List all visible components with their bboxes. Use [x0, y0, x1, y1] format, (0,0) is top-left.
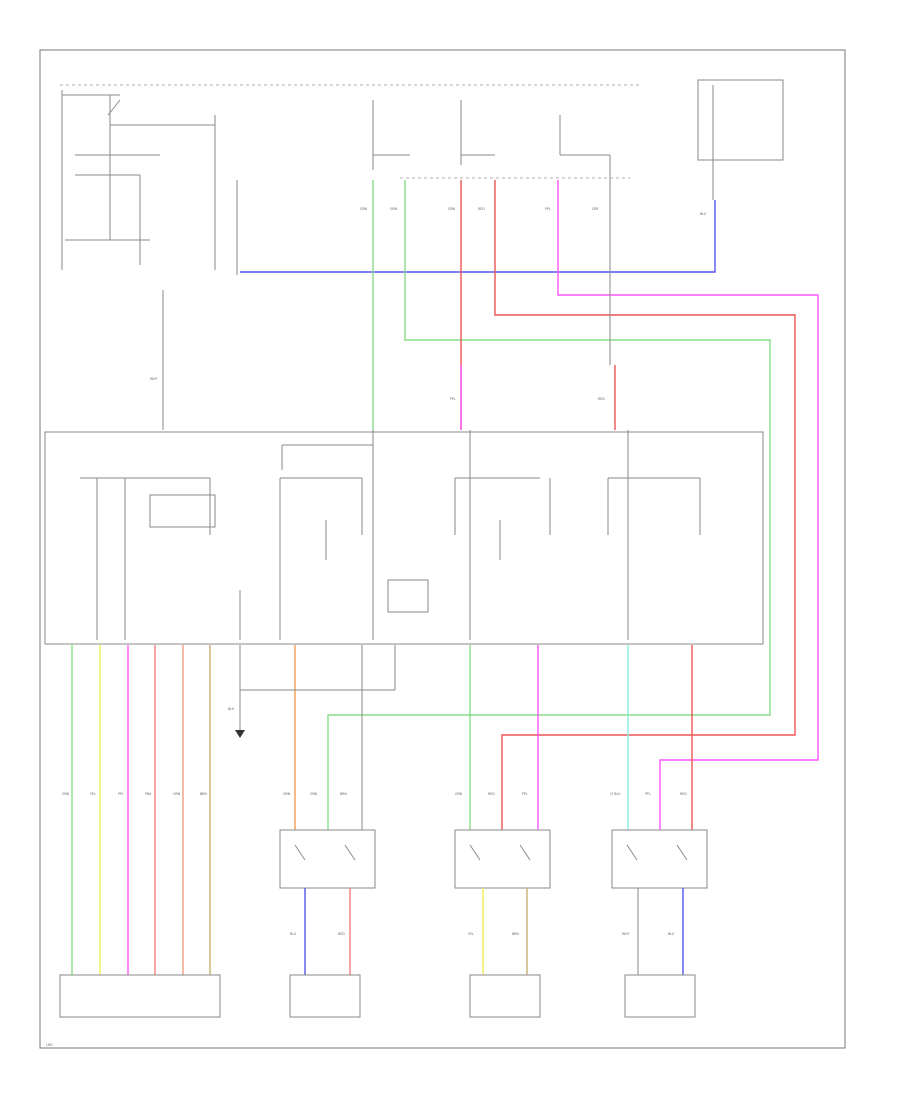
wire-color-label: BRN [340, 792, 347, 796]
left-rear-window-motor [469, 974, 541, 1018]
wire-color-label: WHT [622, 932, 630, 936]
wire-color-label: BRN [512, 932, 519, 936]
wire-color-label: WHT [150, 377, 158, 381]
wire-color-label: GRN [62, 792, 70, 796]
wire-color-label: GRN [390, 207, 398, 211]
wire-color-label: GRN [360, 207, 368, 211]
power-relay-block [61, 90, 238, 275]
front-passenger-window-switch [279, 829, 376, 889]
wire-color-label: ORN [173, 792, 181, 796]
wire-color-label: PNK [145, 792, 152, 796]
wire-color-label: BRN [200, 792, 207, 796]
wire-label-layer: GRN YEL PPL PNK ORN BRN ORN GRN BRN GRN RED PPL LT B… [62, 207, 707, 936]
wire-color-label: PPL [118, 792, 124, 796]
wire-color-label: BLU [668, 932, 675, 936]
wire-color-label: PPL [545, 207, 551, 211]
wire-color-label: RED [338, 932, 345, 936]
right-rear-switch-group [607, 430, 701, 640]
front-passenger-window-motor [289, 974, 361, 1018]
wire-color-label: GRY [592, 207, 598, 211]
wire-color-label: LT BLU [610, 792, 621, 796]
wire-color-label: PPL [450, 397, 456, 401]
wire-color-label: ORN [283, 792, 291, 796]
front-passenger-switch-group [279, 430, 374, 640]
diagram-frame [39, 49, 846, 1049]
power-window-control-unit [44, 431, 764, 645]
wire-color-label: RED [478, 207, 485, 211]
right-rear-window-motor [624, 974, 696, 1018]
wire-color-label: RED [598, 397, 605, 401]
right-rear-window-switch [611, 829, 708, 889]
ground-symbol [235, 730, 245, 738]
wire-color-label: PPL [522, 792, 528, 796]
driver-switch-group [80, 477, 216, 640]
wire-color-label: BLK [228, 707, 235, 711]
wire-color-label: YEL [90, 792, 96, 796]
left-rear-switch-group [454, 430, 551, 640]
wire-color-label: YEL [468, 932, 474, 936]
combination-switch-connector [697, 79, 784, 161]
wire-color-label: RED [488, 792, 495, 796]
wire-color-label: GRN [310, 792, 318, 796]
left-rear-window-switch [454, 829, 551, 889]
wire-red-loop [494, 180, 796, 830]
wire-color-label: GRN [448, 207, 456, 211]
wire-blu-bus [240, 200, 716, 273]
wire-ppl-loop [557, 180, 819, 830]
wire-color-label: GRN [455, 792, 463, 796]
lock-out-switch [387, 579, 429, 613]
fuse-block [372, 100, 630, 180]
wire-grn-loop [327, 180, 771, 830]
footer-code: LHD [46, 1043, 53, 1047]
driver-window-motor [59, 974, 221, 1018]
wire-color-label: PPL [645, 792, 651, 796]
wire-color-label: BLU [700, 212, 707, 216]
wire-color-label: RED [680, 792, 687, 796]
wire-color-label: BLU [290, 932, 297, 936]
